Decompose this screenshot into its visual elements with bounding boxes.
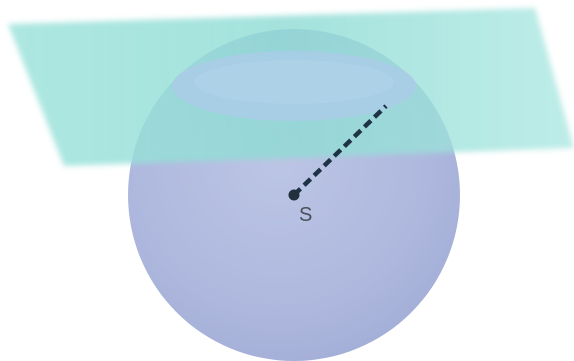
center-label: S <box>299 204 312 226</box>
center-point <box>288 189 300 201</box>
cross-section-highlight <box>194 60 394 104</box>
radius-dashed-line <box>292 104 388 197</box>
